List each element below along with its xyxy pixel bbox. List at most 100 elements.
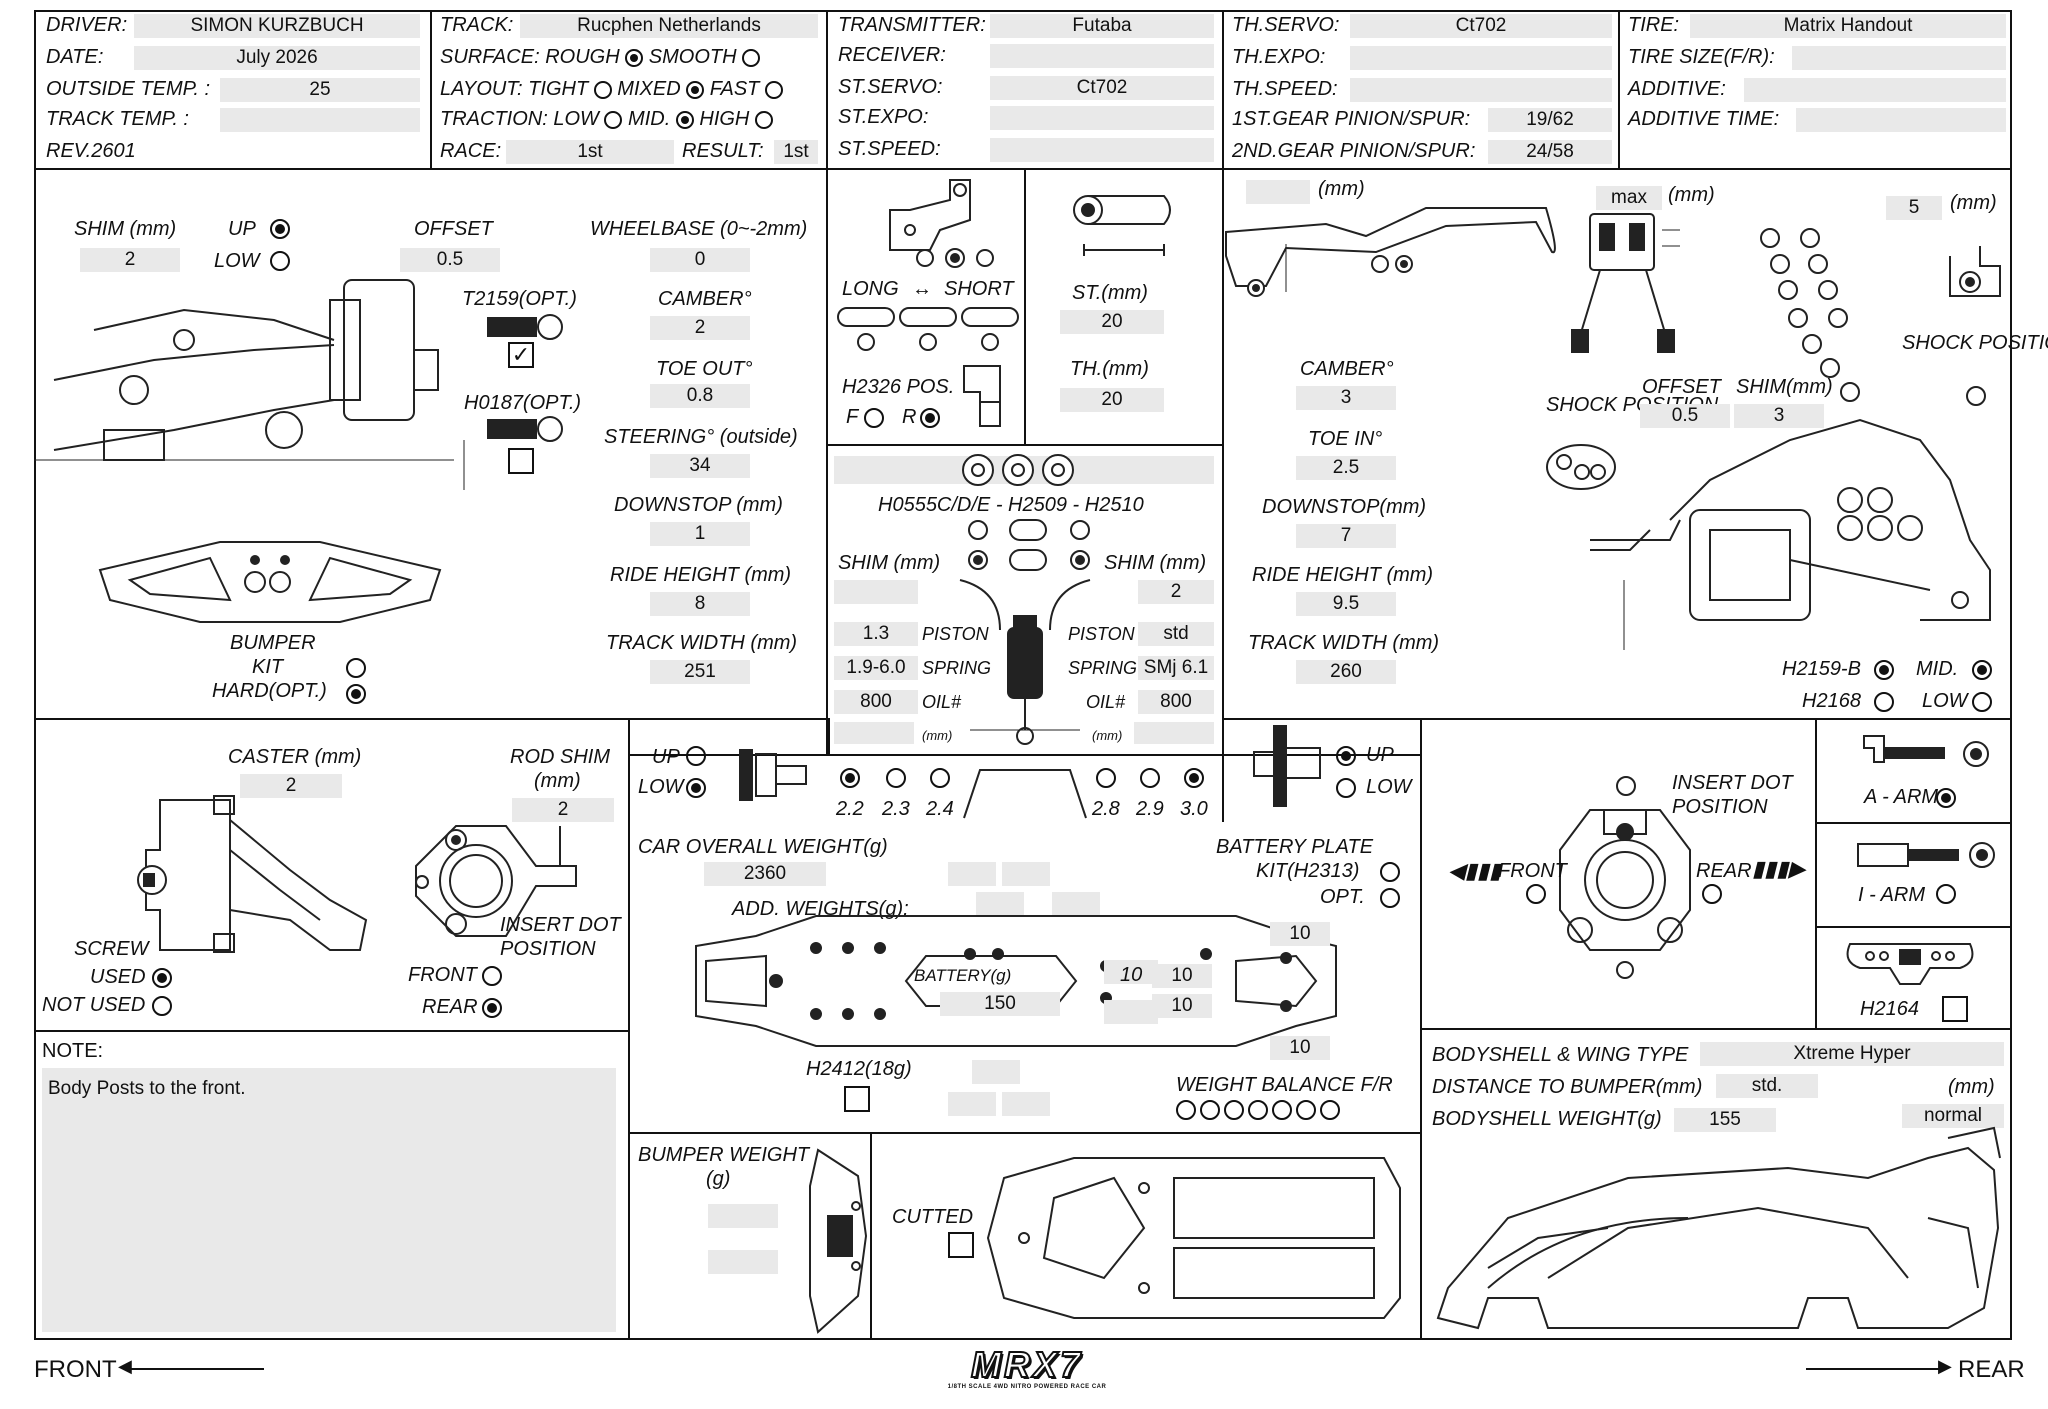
front-offset-field[interactable]: 0.5 [400, 248, 500, 272]
tire-field[interactable]: Matrix Handout [1690, 14, 2006, 38]
body-distance-field[interactable]: std. [1716, 1074, 1818, 1098]
body-type-field[interactable]: Xtreme Hyper [1700, 1042, 2004, 1066]
rear-track-width-field[interactable]: 260 [1296, 660, 1396, 684]
sway-bar-3.0-radio[interactable] [1184, 768, 1204, 788]
front-downstop-field[interactable]: 1 [650, 522, 750, 546]
h0187-checkbox[interactable] [508, 448, 534, 474]
shock-top-field[interactable]: 5 [1886, 196, 1942, 220]
bumper-kit-radio[interactable] [346, 658, 366, 678]
shock-shim-right-field[interactable]: 2 [1138, 580, 1214, 604]
rear-downstop-field[interactable]: 7 [1296, 524, 1396, 548]
rear-hub-rear-radio[interactable] [1702, 884, 1722, 904]
piston-left-field[interactable]: 1.3 [834, 622, 918, 646]
layout-fast-radio[interactable] [764, 80, 783, 99]
st-expo-field[interactable] [990, 106, 1214, 130]
chassis-weight-field-f[interactable]: 10 [1270, 1036, 1330, 1060]
result-field[interactable]: 1st [774, 140, 818, 164]
t2159-checkbox[interactable]: ✓ [508, 342, 534, 368]
gear1-field[interactable]: 19/62 [1488, 108, 1612, 132]
rear-diff-low-radio[interactable] [1336, 778, 1356, 798]
add-weight-field-4[interactable] [1052, 892, 1100, 916]
rear-low-radio[interactable] [1972, 692, 1992, 712]
screw-not-used-radio[interactable] [152, 996, 172, 1016]
caster-field[interactable]: 2 [240, 774, 342, 798]
spring-left-field[interactable]: 1.9-6.0 [834, 656, 918, 680]
rear-max-field[interactable]: max [1596, 186, 1662, 210]
add-weight-field-3[interactable] [976, 892, 1024, 916]
sway-bar-2.8-radio[interactable] [1096, 768, 1116, 788]
note-textarea[interactable]: Body Posts to the front. [42, 1068, 616, 1332]
surface-rough-radio[interactable] [625, 48, 644, 67]
add-weight-field-2[interactable] [1002, 862, 1050, 886]
layout-tight-radio[interactable] [593, 80, 612, 99]
weight-balance-radio-4[interactable] [1248, 1100, 1268, 1120]
traction-low-radio[interactable] [604, 110, 623, 129]
outside-temp-field[interactable]: 25 [220, 78, 420, 102]
th-speed-field[interactable] [1350, 78, 1612, 102]
front-diff-up-radio[interactable] [686, 746, 706, 766]
screw-used-radio[interactable] [152, 968, 172, 988]
gear2-field[interactable]: 24/58 [1488, 140, 1612, 164]
chassis-weight-field-a[interactable] [1104, 960, 1158, 984]
additive-time-field[interactable] [1796, 108, 2006, 132]
front-insert-front-radio[interactable] [482, 966, 502, 986]
track-field[interactable]: Rucphen Netherlands [520, 14, 818, 38]
shock-length-left-field[interactable] [834, 722, 914, 744]
piston-right-field[interactable]: std [1138, 622, 1214, 646]
front-camber-field[interactable]: 2 [650, 316, 750, 340]
add-weight-field-7[interactable] [1002, 1092, 1050, 1116]
st-mm-field[interactable]: 20 [1060, 310, 1164, 334]
race-field[interactable]: 1st [506, 140, 674, 164]
a-arm-radio[interactable] [1936, 788, 1956, 808]
front-shim-field[interactable]: 2 [80, 248, 180, 272]
front-ride-height-field[interactable]: 8 [650, 592, 750, 616]
battery-plate-opt-radio[interactable] [1380, 888, 1400, 908]
add-weight-field-5[interactable] [972, 1060, 1020, 1084]
layout-mixed-radio[interactable] [686, 80, 705, 99]
additive-field[interactable] [1744, 78, 2006, 102]
i-arm-radio[interactable] [1936, 884, 1956, 904]
oil-right-field[interactable]: 800 [1138, 690, 1214, 714]
th-expo-field[interactable] [1350, 46, 1612, 70]
traction-mid-radio[interactable] [675, 110, 694, 129]
chassis-weight-field-d[interactable]: 10 [1152, 994, 1212, 1018]
weight-balance-radio-1[interactable] [1176, 1100, 1196, 1120]
oil-left-field[interactable]: 800 [834, 690, 918, 714]
weight-balance-radio-7[interactable] [1320, 1100, 1340, 1120]
date-field[interactable]: July 2026 [134, 46, 420, 70]
receiver-field[interactable] [990, 44, 1214, 68]
surface-smooth-radio[interactable] [742, 48, 761, 67]
rear-camber-field[interactable]: 3 [1296, 386, 1396, 410]
sway-bar-2.3-radio[interactable] [886, 768, 906, 788]
chassis-weight-field-c[interactable]: 10 [1152, 964, 1212, 988]
traction-high-radio[interactable] [754, 110, 773, 129]
wheelbase-field[interactable]: 0 [650, 248, 750, 272]
front-diff-low-radio[interactable] [686, 778, 706, 798]
bumper-hard-radio[interactable] [346, 684, 366, 704]
tire-size-field[interactable] [1792, 46, 2006, 70]
steering-field[interactable]: 34 [650, 454, 750, 478]
rear-shim-field[interactable]: 3 [1734, 404, 1824, 428]
body-weight-field[interactable]: 155 [1674, 1108, 1776, 1132]
sway-bar-2.2-radio[interactable] [840, 768, 860, 788]
chassis-weight-field-e[interactable]: 10 [1270, 922, 1330, 946]
transmitter-field[interactable]: Futaba [990, 14, 1214, 38]
front-toe-field[interactable]: 0.8 [650, 384, 750, 408]
bumper-weight-field-2[interactable] [708, 1250, 778, 1274]
h2168-radio[interactable] [1874, 692, 1894, 712]
h2164-checkbox[interactable] [1942, 996, 1968, 1022]
spring-right-field[interactable]: SMj 6.1 [1138, 656, 1214, 680]
cutted-checkbox[interactable] [948, 1232, 974, 1258]
h2326-f-radio[interactable] [864, 408, 884, 428]
driver-field[interactable]: SIMON KURZBUCH [134, 14, 420, 38]
weight-balance-radio-2[interactable] [1200, 1100, 1220, 1120]
front-insert-rear-radio[interactable] [482, 998, 502, 1018]
rear-offset-field[interactable]: 0.5 [1640, 404, 1730, 428]
weight-balance-radio-3[interactable] [1224, 1100, 1244, 1120]
wing-field[interactable]: normal [1902, 1104, 2004, 1128]
rear-hub-front-radio[interactable] [1526, 884, 1546, 904]
car-weight-field[interactable]: 2360 [704, 862, 826, 886]
bumper-weight-field-1[interactable] [708, 1204, 778, 1228]
sway-bar-2.4-radio[interactable] [930, 768, 950, 788]
st-speed-field[interactable] [990, 138, 1214, 162]
